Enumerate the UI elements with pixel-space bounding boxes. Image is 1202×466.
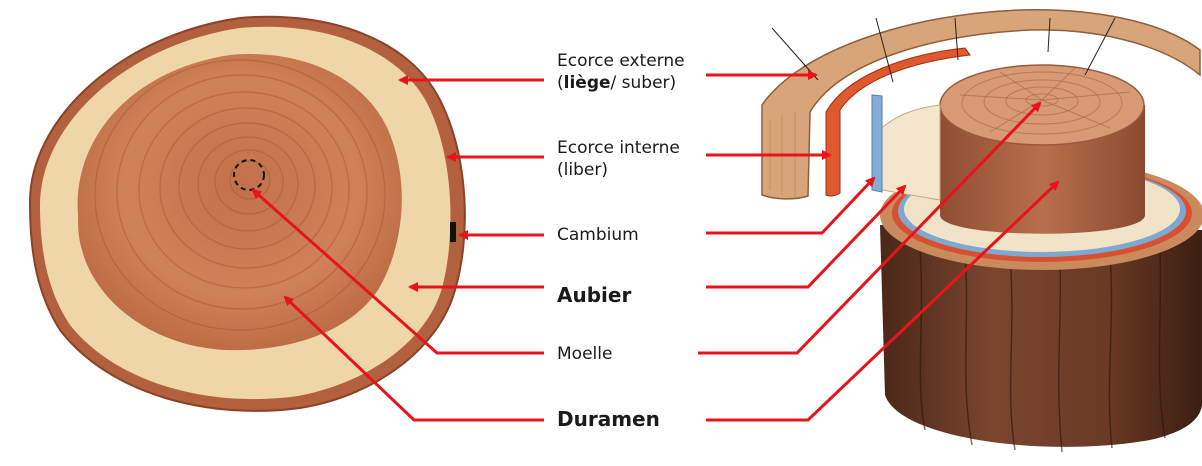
label-suber: / suber [611,73,670,93]
sapwood-layer [882,105,940,200]
trunk-cross-section [30,17,465,411]
core-cylinder-top [940,65,1144,145]
label-moelle: Moelle [557,343,612,365]
trunk-3d-illustration [762,10,1202,452]
label-duramen: Duramen [557,408,660,430]
label-ecorce-interne-line2: (liber) [557,159,680,181]
cambium-marker [450,222,456,242]
label-ecorce-interne: Ecorce interne (liber) [557,137,680,181]
label-ecorce-externe-line2: (liège/ suber) [557,72,685,94]
label-cambium: Cambium [557,224,639,246]
label-liege: liège [564,73,611,93]
cambium-layer [872,95,882,192]
label-ecorce-externe: Ecorce externe (liège/ suber) [557,50,685,94]
label-aubier: Aubier [557,284,631,306]
label-ecorce-interne-line1: Ecorce interne [557,137,680,159]
label-ecorce-externe-line1: Ecorce externe [557,50,685,72]
